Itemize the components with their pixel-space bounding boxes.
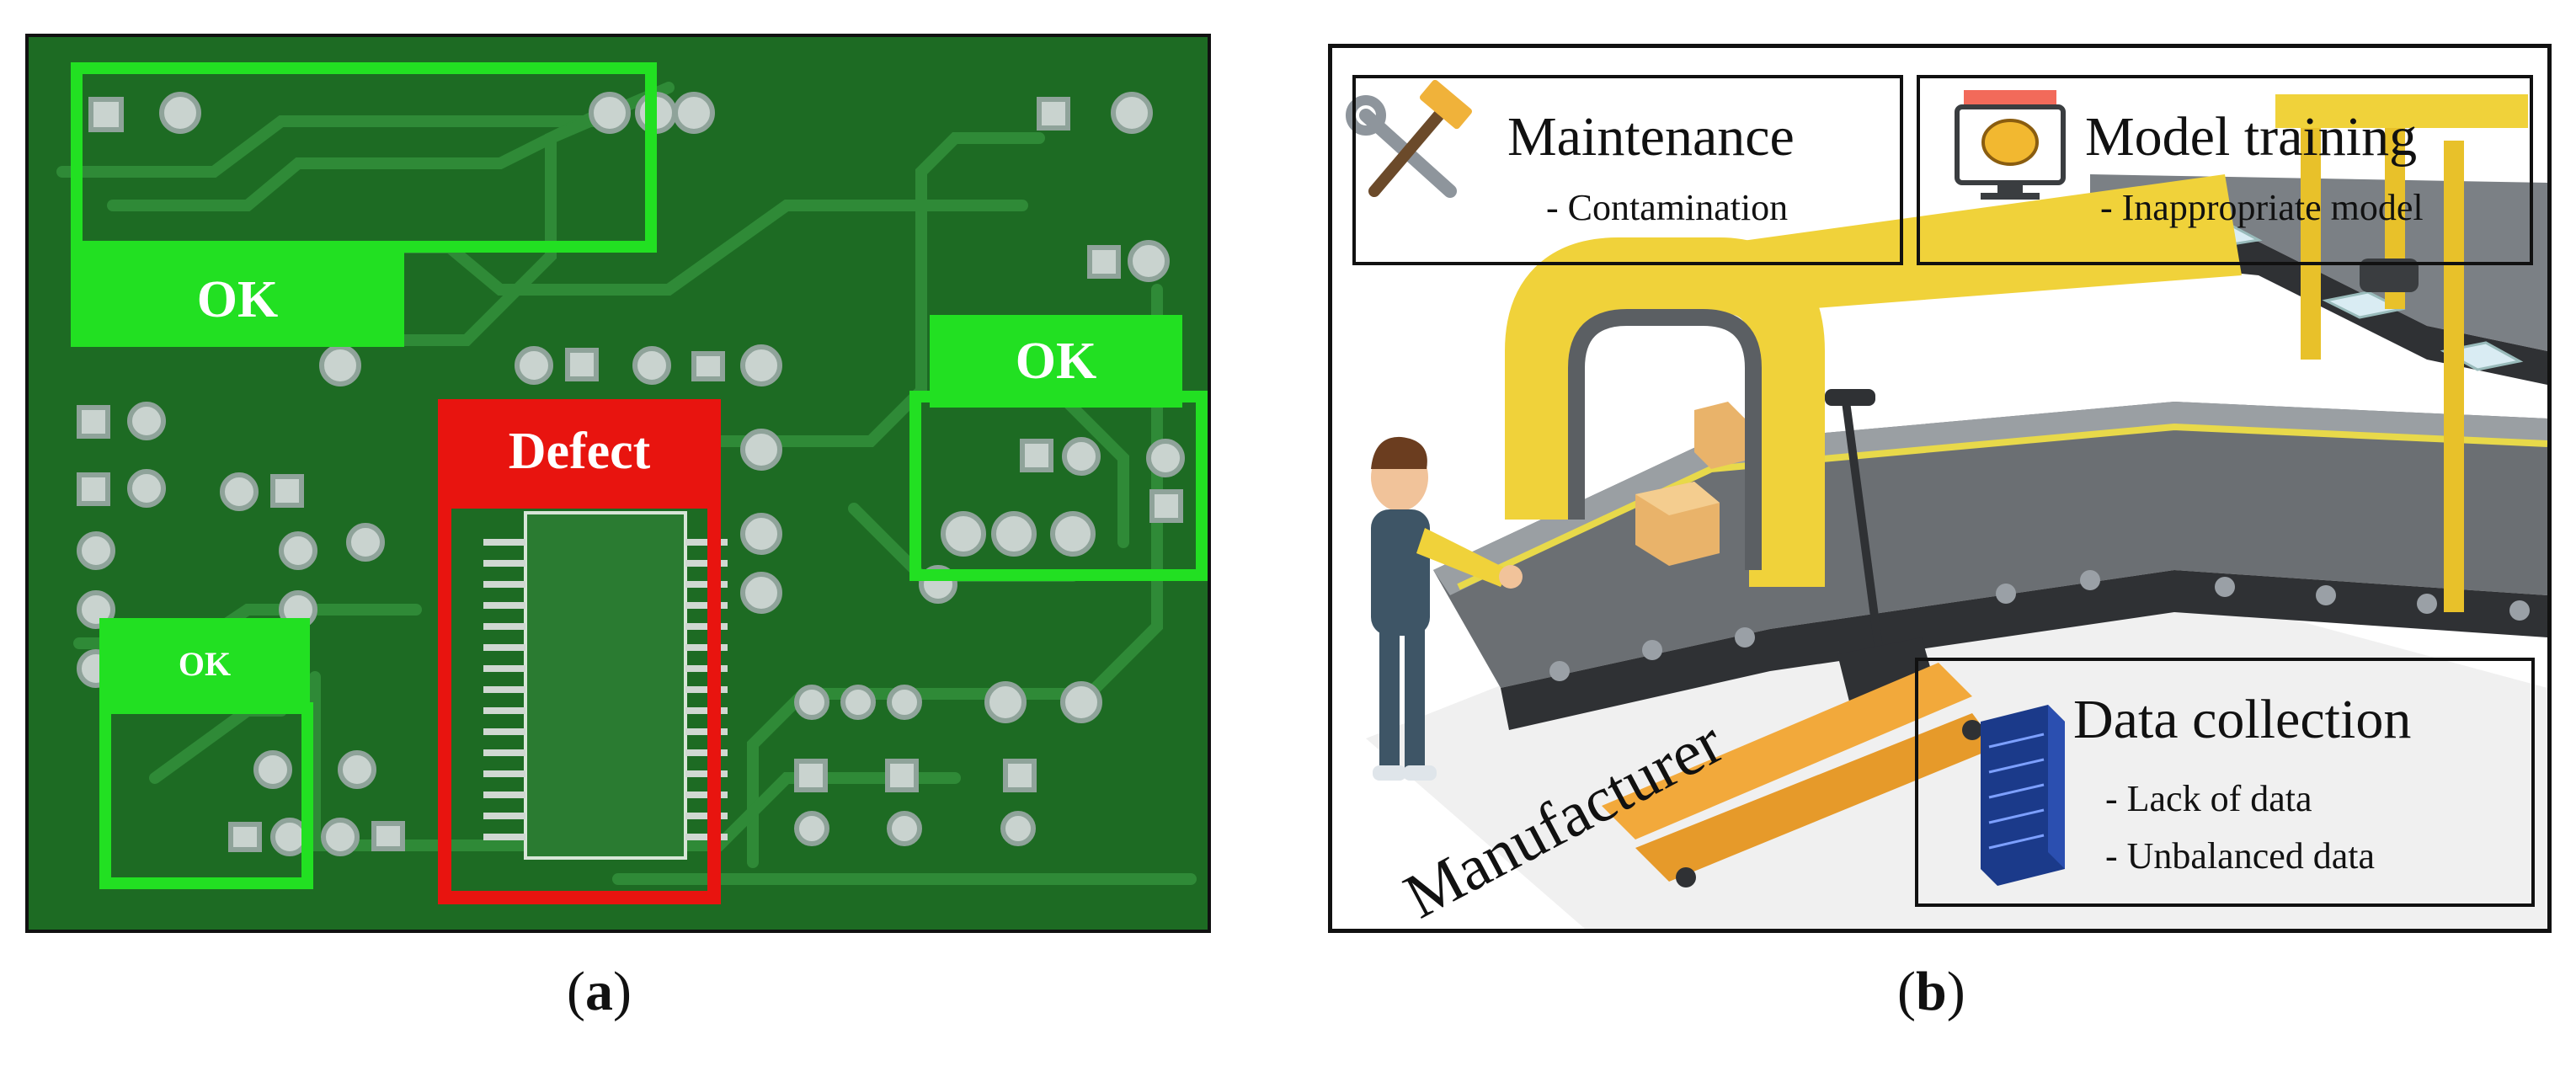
model-training-item: - Inappropriate model — [2100, 187, 2424, 228]
caption-b: (b) — [1897, 960, 1965, 1024]
ok-label-top-left: OK — [71, 253, 404, 347]
data-collection-item-1: - Lack of data — [2105, 778, 2312, 819]
caption-a: (a) — [567, 960, 632, 1024]
maintenance-item: - Contamination — [1546, 187, 1789, 228]
caption-a-letter: a — [584, 961, 613, 1022]
data-collection-box: Data collection - Lack of data - Unbalan… — [1915, 658, 2535, 907]
ok-label-bottom-left: OK — [99, 618, 310, 711]
factory-panel: Maintenance - Contamination Model traini… — [1328, 44, 2552, 933]
ok-box-bottom-left — [99, 702, 313, 889]
model-training-title: Model training — [2085, 106, 2418, 168]
pallet-jack — [1602, 389, 1997, 887]
server-rack-icon — [1981, 705, 2065, 886]
data-collection-item-2: - Unbalanced data — [2105, 835, 2376, 877]
caption-a-open: ( — [567, 961, 585, 1022]
maintenance-title: Maintenance — [1507, 106, 1795, 168]
defect-box — [438, 495, 721, 904]
caption-b-open: ( — [1897, 961, 1916, 1022]
caption-a-close: ) — [612, 961, 632, 1022]
wrench-hammer-icon — [1346, 79, 1472, 198]
maintenance-box: Maintenance - Contamination — [1352, 75, 1903, 265]
ic-chip — [483, 511, 728, 860]
defect-label: Defect — [438, 399, 721, 504]
model-training-box: Model training - Inappropriate model — [1917, 75, 2533, 265]
brain-monitor-icon — [1955, 90, 2066, 200]
data-collection-title: Data collection — [2073, 689, 2412, 750]
caption-b-close: ) — [1946, 961, 1965, 1022]
ok-box-right — [909, 391, 1208, 581]
worker-figure — [1371, 436, 1523, 781]
pcb-panel: OK OK OK Defect — [25, 34, 1211, 933]
ok-box-top-left — [71, 62, 657, 253]
caption-b-letter: b — [1915, 961, 1947, 1022]
